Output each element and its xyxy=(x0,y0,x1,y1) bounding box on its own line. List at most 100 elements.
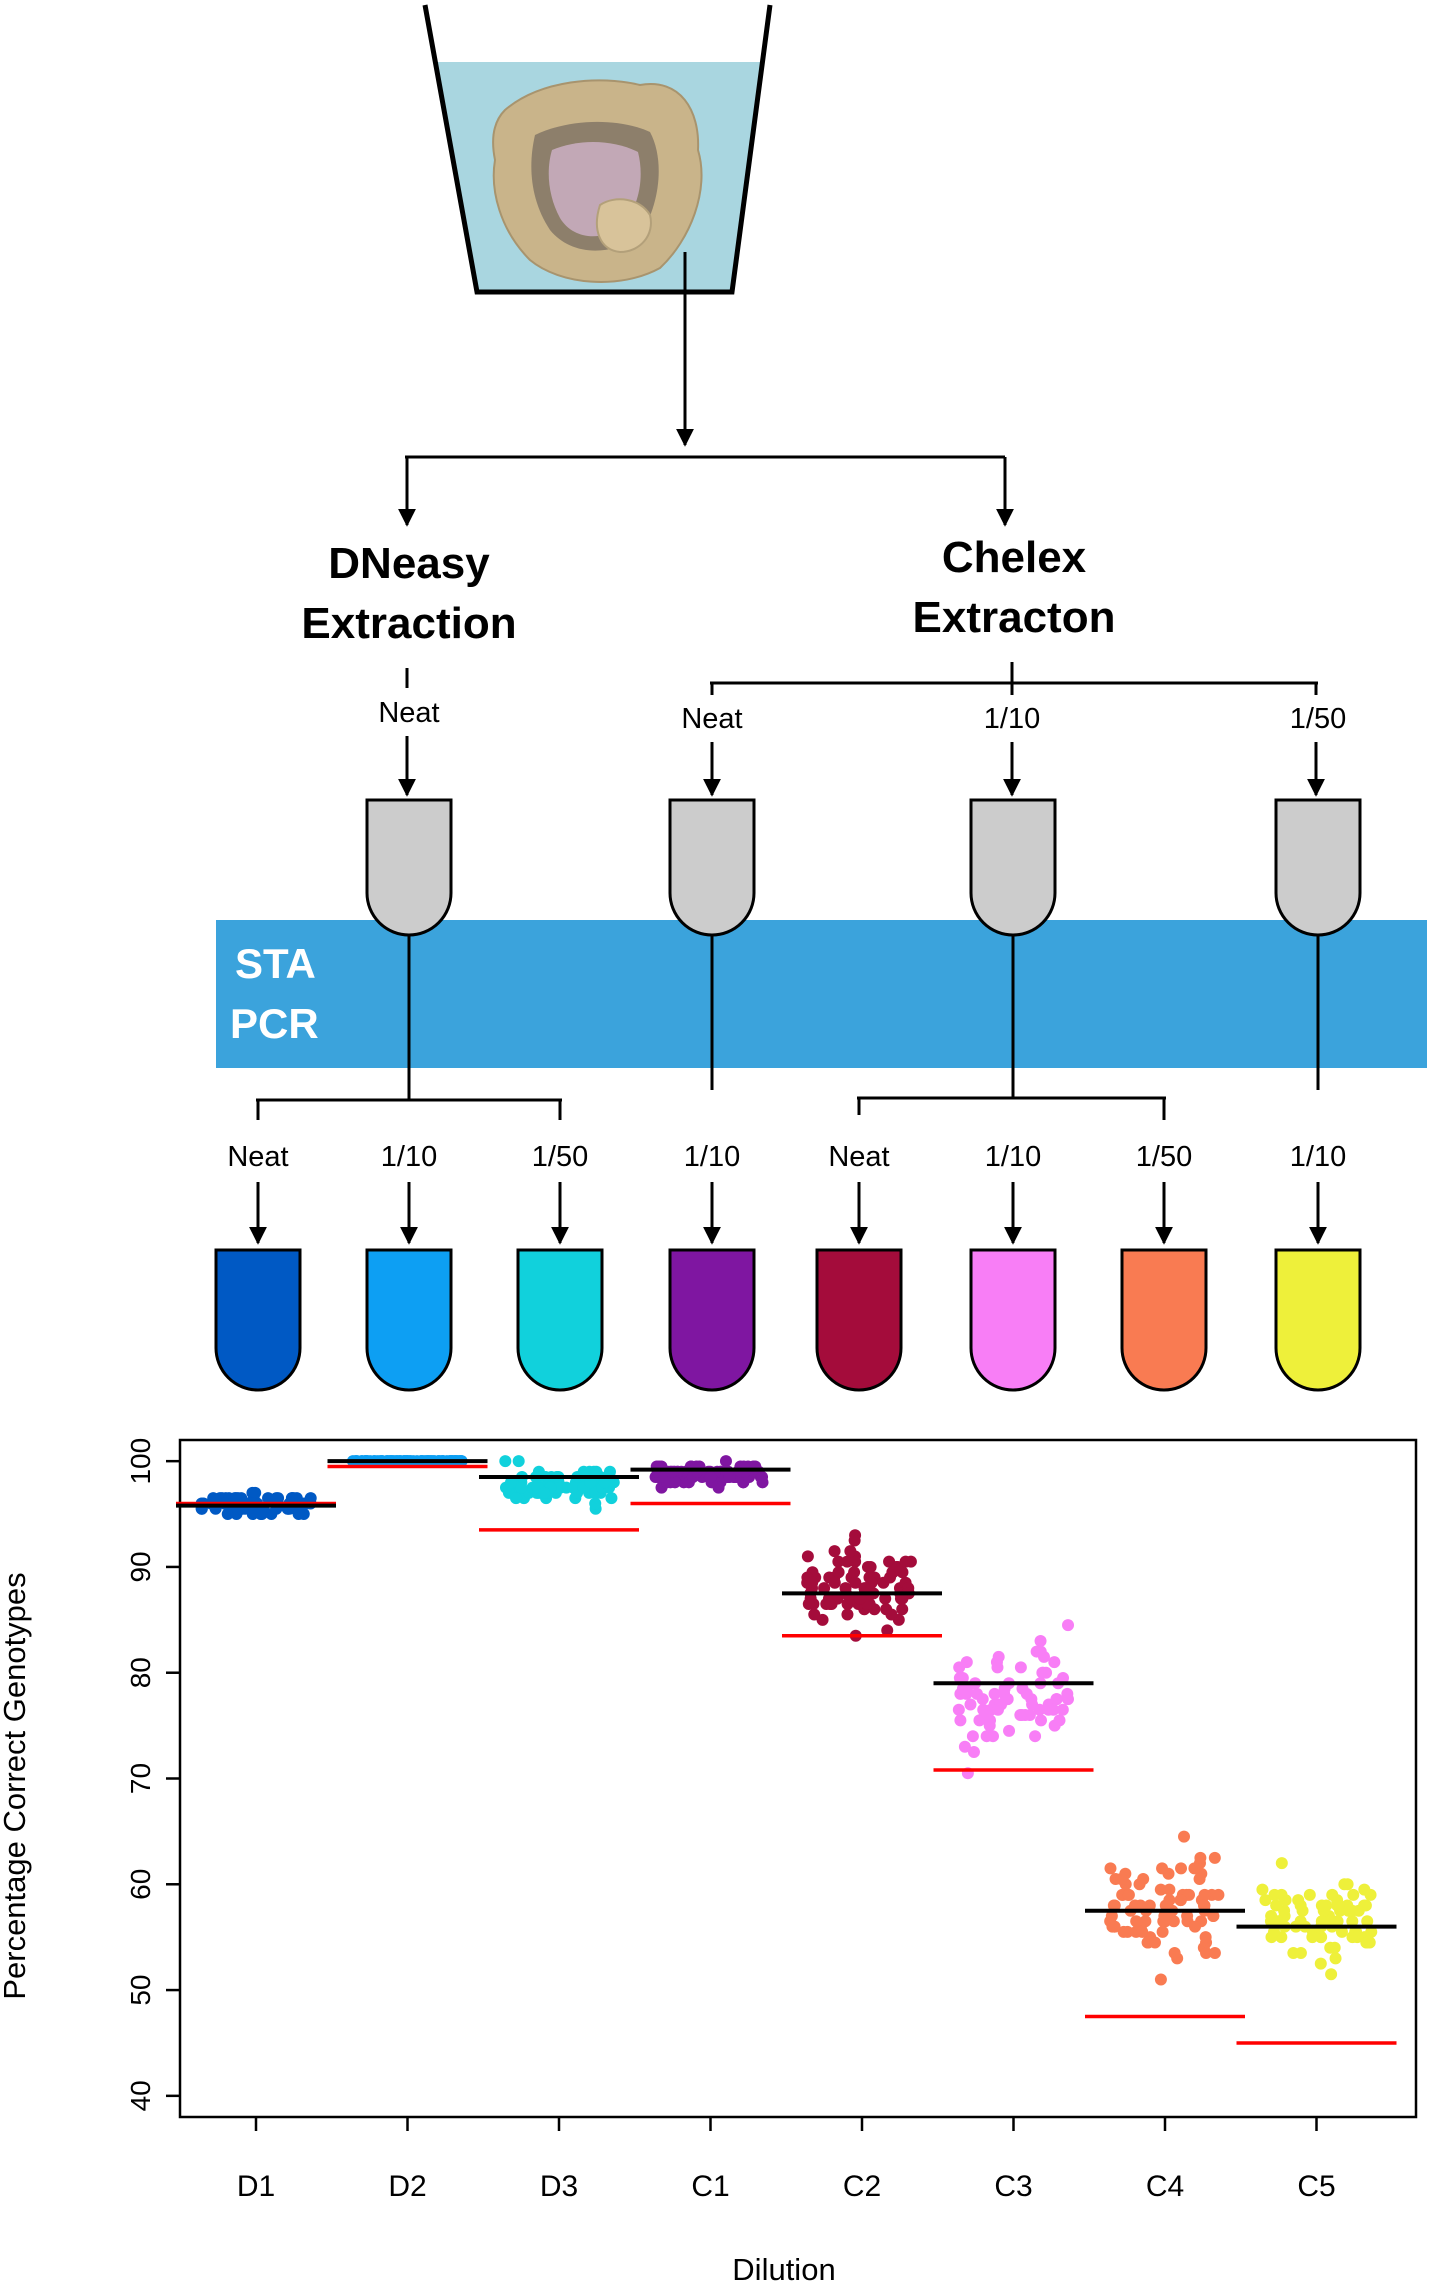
chelex-branch-label-neat: Neat xyxy=(681,703,742,735)
point-C5 xyxy=(1359,1899,1372,1912)
point-D1 xyxy=(221,1508,234,1521)
sample-tube-D1 xyxy=(214,1248,302,1392)
point-D1 xyxy=(272,1492,285,1505)
point-C3 xyxy=(1062,1619,1075,1632)
point-D3 xyxy=(512,1455,525,1468)
point-D3 xyxy=(499,1455,512,1468)
sample-tube-C4 xyxy=(1120,1248,1208,1392)
x-tick-label-D3: D3 xyxy=(540,2170,578,2203)
point-C5 xyxy=(1341,1878,1354,1891)
point-C2 xyxy=(849,1576,862,1589)
point-C5 xyxy=(1268,1888,1281,1901)
chart-points xyxy=(195,1455,1378,1986)
point-C3 xyxy=(1014,1709,1027,1722)
final-label-1: Neat xyxy=(227,1141,288,1173)
point-C3 xyxy=(976,1693,989,1706)
point-C3 xyxy=(1048,1656,1061,1669)
point-D3 xyxy=(587,1465,600,1478)
point-C4 xyxy=(1122,1888,1135,1901)
y-tick-label-60: 60 xyxy=(125,1869,156,1900)
point-C3 xyxy=(1033,1703,1046,1716)
final-label-3: 1/50 xyxy=(532,1141,588,1173)
point-C4 xyxy=(1104,1862,1117,1875)
point-C4 xyxy=(1198,1888,1211,1901)
x-tick-label-C3: C3 xyxy=(994,2170,1032,2203)
point-C4 xyxy=(1148,1936,1161,1949)
point-C2 xyxy=(832,1566,845,1579)
point-C3 xyxy=(1034,1714,1047,1727)
final-label-6: 1/10 xyxy=(985,1141,1041,1173)
point-C4 xyxy=(1193,1872,1206,1885)
point-C5 xyxy=(1267,1925,1280,1938)
point-C3 xyxy=(988,1687,1001,1700)
point-D1 xyxy=(254,1508,267,1521)
point-D1 xyxy=(304,1492,317,1505)
point-C3 xyxy=(956,1672,969,1685)
point-C2 xyxy=(883,1555,896,1568)
point-C3 xyxy=(1040,1666,1053,1679)
point-C3 xyxy=(998,1682,1011,1695)
point-C4 xyxy=(1194,1851,1207,1864)
point-C2 xyxy=(808,1608,821,1621)
point-C2 xyxy=(881,1624,894,1637)
band-label-sta: STA xyxy=(235,940,316,987)
point-C5 xyxy=(1328,1941,1341,1954)
beaker-illustration xyxy=(422,4,773,295)
final-label-2: 1/10 xyxy=(381,1141,437,1173)
point-C3 xyxy=(1057,1672,1070,1685)
point-D3 xyxy=(584,1476,597,1489)
point-C1 xyxy=(756,1476,769,1489)
x-axis-label: Dilution xyxy=(732,2252,835,2285)
connectors xyxy=(398,252,1325,797)
point-C4 xyxy=(1156,1925,1169,1938)
dneasy-title-line2: Extraction xyxy=(301,599,516,648)
point-D3 xyxy=(598,1476,611,1489)
point-C5 xyxy=(1346,1915,1359,1928)
point-C4 xyxy=(1163,1883,1176,1896)
final-label-4: 1/10 xyxy=(684,1141,740,1173)
point-C5 xyxy=(1325,1968,1338,1981)
point-C4 xyxy=(1154,1883,1167,1896)
point-C1 xyxy=(665,1465,678,1478)
point-C4 xyxy=(1136,1925,1149,1938)
point-C5 xyxy=(1294,1915,1307,1928)
point-C2 xyxy=(879,1592,892,1605)
point-C5 xyxy=(1303,1888,1316,1901)
point-C4 xyxy=(1139,1915,1152,1928)
lower-connectors xyxy=(256,935,1320,1120)
sample-tube-C3 xyxy=(969,1248,1057,1392)
point-C4 xyxy=(1208,1851,1221,1864)
x-tick-label-C2: C2 xyxy=(843,2170,881,2203)
point-C5 xyxy=(1317,1904,1330,1917)
chelex-branch-label-10: 1/10 xyxy=(984,703,1040,735)
point-C4 xyxy=(1212,1888,1225,1901)
grey-tube-4 xyxy=(1274,798,1362,937)
point-C5 xyxy=(1272,1915,1285,1928)
x-tick-label-D2: D2 xyxy=(388,2170,426,2203)
point-C4 xyxy=(1129,1899,1142,1912)
point-C4 xyxy=(1208,1947,1221,1960)
point-C4 xyxy=(1105,1910,1118,1923)
point-C4 xyxy=(1167,1915,1180,1928)
point-C1 xyxy=(691,1465,704,1478)
point-C3 xyxy=(1029,1730,1042,1743)
point-C1 xyxy=(668,1476,681,1489)
point-C2 xyxy=(848,1534,861,1547)
point-C5 xyxy=(1256,1883,1269,1896)
point-C2 xyxy=(899,1555,912,1568)
point-D1 xyxy=(249,1486,262,1499)
band-label-pcr: PCR xyxy=(230,1000,319,1047)
x-tick-label-D1: D1 xyxy=(237,2170,275,2203)
point-C4 xyxy=(1189,1920,1202,1933)
y-axis-label: Percentage Correct Genotypes xyxy=(0,1572,32,1999)
point-C5 xyxy=(1358,1883,1371,1896)
sample-tube-D2 xyxy=(365,1248,453,1392)
point-C1 xyxy=(719,1455,732,1468)
point-C3 xyxy=(966,1730,979,1743)
point-C5 xyxy=(1314,1957,1327,1970)
chart-lines xyxy=(176,1459,1397,2045)
